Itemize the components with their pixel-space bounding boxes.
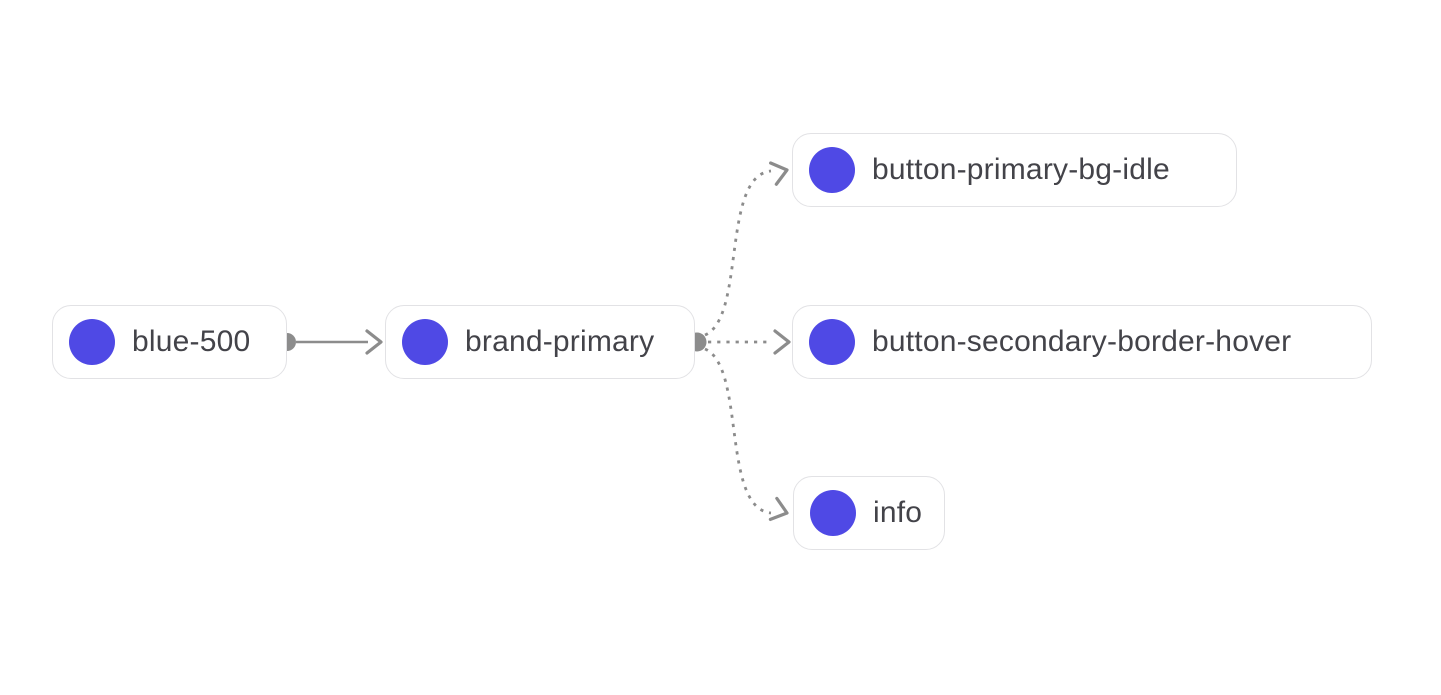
token-node-label: brand-primary bbox=[465, 325, 655, 358]
token-color-swatch bbox=[809, 147, 855, 193]
token-node-label: button-secondary-border-hover bbox=[872, 325, 1292, 358]
token-node-blue-500[interactable]: blue-500 bbox=[52, 305, 287, 379]
arrowhead-icon bbox=[769, 161, 789, 186]
edge-line bbox=[704, 347, 772, 515]
edge-line bbox=[704, 169, 772, 337]
token-color-swatch bbox=[809, 319, 855, 365]
token-node-label: button-primary-bg-idle bbox=[872, 153, 1170, 186]
token-node-brand-primary[interactable]: brand-primary bbox=[385, 305, 695, 379]
arrowhead-icon bbox=[768, 496, 789, 522]
arrowhead-icon bbox=[773, 329, 791, 355]
token-color-swatch bbox=[69, 319, 115, 365]
token-node-label: blue-500 bbox=[132, 325, 251, 358]
edge-brand-primary-to-info bbox=[704, 347, 789, 522]
token-node-button-secondary-border-hover[interactable]: button-secondary-border-hover bbox=[792, 305, 1372, 379]
token-node-label: info bbox=[873, 496, 923, 529]
token-color-swatch bbox=[402, 319, 448, 365]
token-node-button-primary-bg-idle[interactable]: button-primary-bg-idle bbox=[792, 133, 1237, 207]
edge-blue-500-to-brand-primary bbox=[278, 329, 383, 355]
arrowhead-icon bbox=[365, 329, 383, 355]
token-color-swatch bbox=[810, 490, 856, 536]
edge-brand-primary-to-button-secondary-border-hover bbox=[708, 329, 791, 355]
edge-brand-primary-to-button-primary-bg-idle bbox=[704, 161, 789, 337]
token-node-info[interactable]: info bbox=[793, 476, 945, 550]
